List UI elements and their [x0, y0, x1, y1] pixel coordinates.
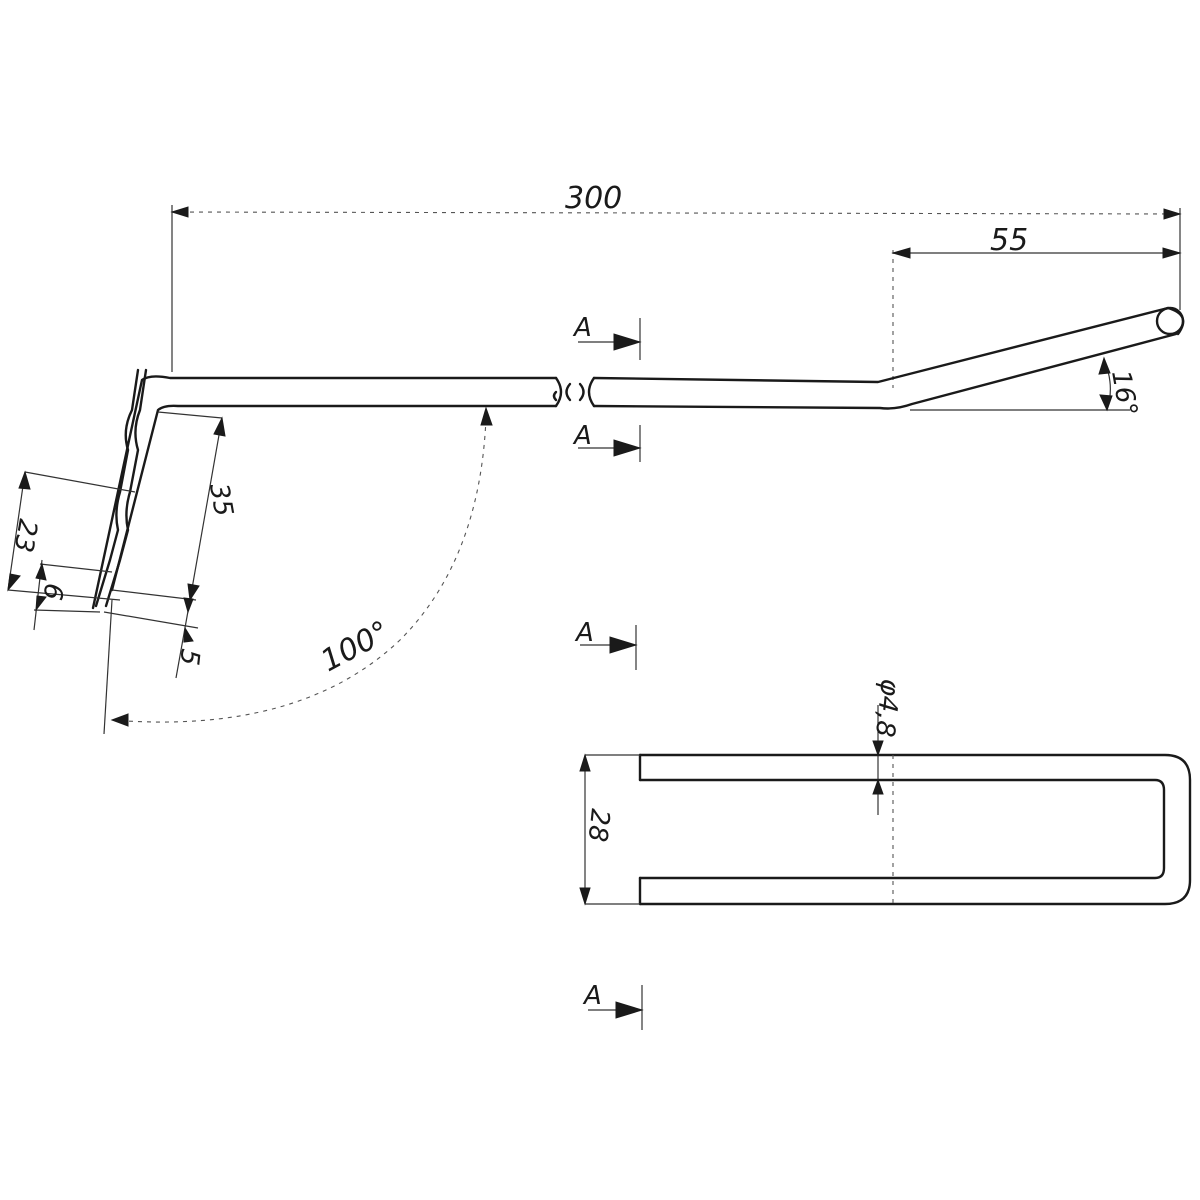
- dimension-arm-length: 35: [111, 411, 238, 602]
- section-label-a-upper: A: [572, 313, 592, 343]
- dimension-bend-angle: 100°: [103, 406, 493, 735]
- dimension-tip-angle: 16°: [910, 356, 1143, 419]
- wire-break: [565, 382, 585, 402]
- plate-height-label: 23: [7, 517, 42, 555]
- dimension-hook-depth: 5: [103, 597, 205, 679]
- tip-length-label: 55: [990, 223, 1028, 258]
- wire-body-right: [587, 306, 1185, 410]
- bend-angle-label: 100°: [315, 614, 395, 679]
- mounting-plate: [94, 368, 148, 608]
- side-view: 300 55: [7, 181, 1185, 735]
- top-view: A φ4,8: [574, 618, 1192, 1030]
- dimension-prong-spacing: 28: [579, 753, 640, 906]
- u-shaped-wire: [638, 753, 1192, 906]
- wire-body-left: [91, 375, 563, 610]
- dimension-wire-diameter: φ4,8: [869, 677, 905, 815]
- dimension-tip-length: 55: [891, 223, 1182, 388]
- section-marker-a-lower: A: [572, 421, 642, 462]
- section-marker-a-top-view: A: [574, 618, 638, 670]
- dimension-overall-length: 300: [170, 181, 1182, 372]
- section-marker-a-upper: A: [572, 313, 642, 360]
- wire-diameter-label: φ4,8: [869, 677, 905, 738]
- hook-height-label: 6: [36, 581, 68, 603]
- tip-angle-label: 16°: [1105, 368, 1143, 419]
- section-label-a-top-view: A: [574, 618, 594, 648]
- hook-depth-label: 5: [173, 647, 205, 667]
- dimension-hook-height: 6: [33, 559, 113, 631]
- arm-length-label: 35: [203, 481, 238, 519]
- section-marker-a-bottom: A: [582, 981, 644, 1030]
- dimension-plate-height: 23: [7, 470, 136, 601]
- overall-length-label: 300: [565, 181, 622, 216]
- section-label-a-lower: A: [572, 421, 592, 451]
- section-label-a-bottom: A: [582, 981, 602, 1011]
- prong-spacing-label: 28: [582, 807, 615, 843]
